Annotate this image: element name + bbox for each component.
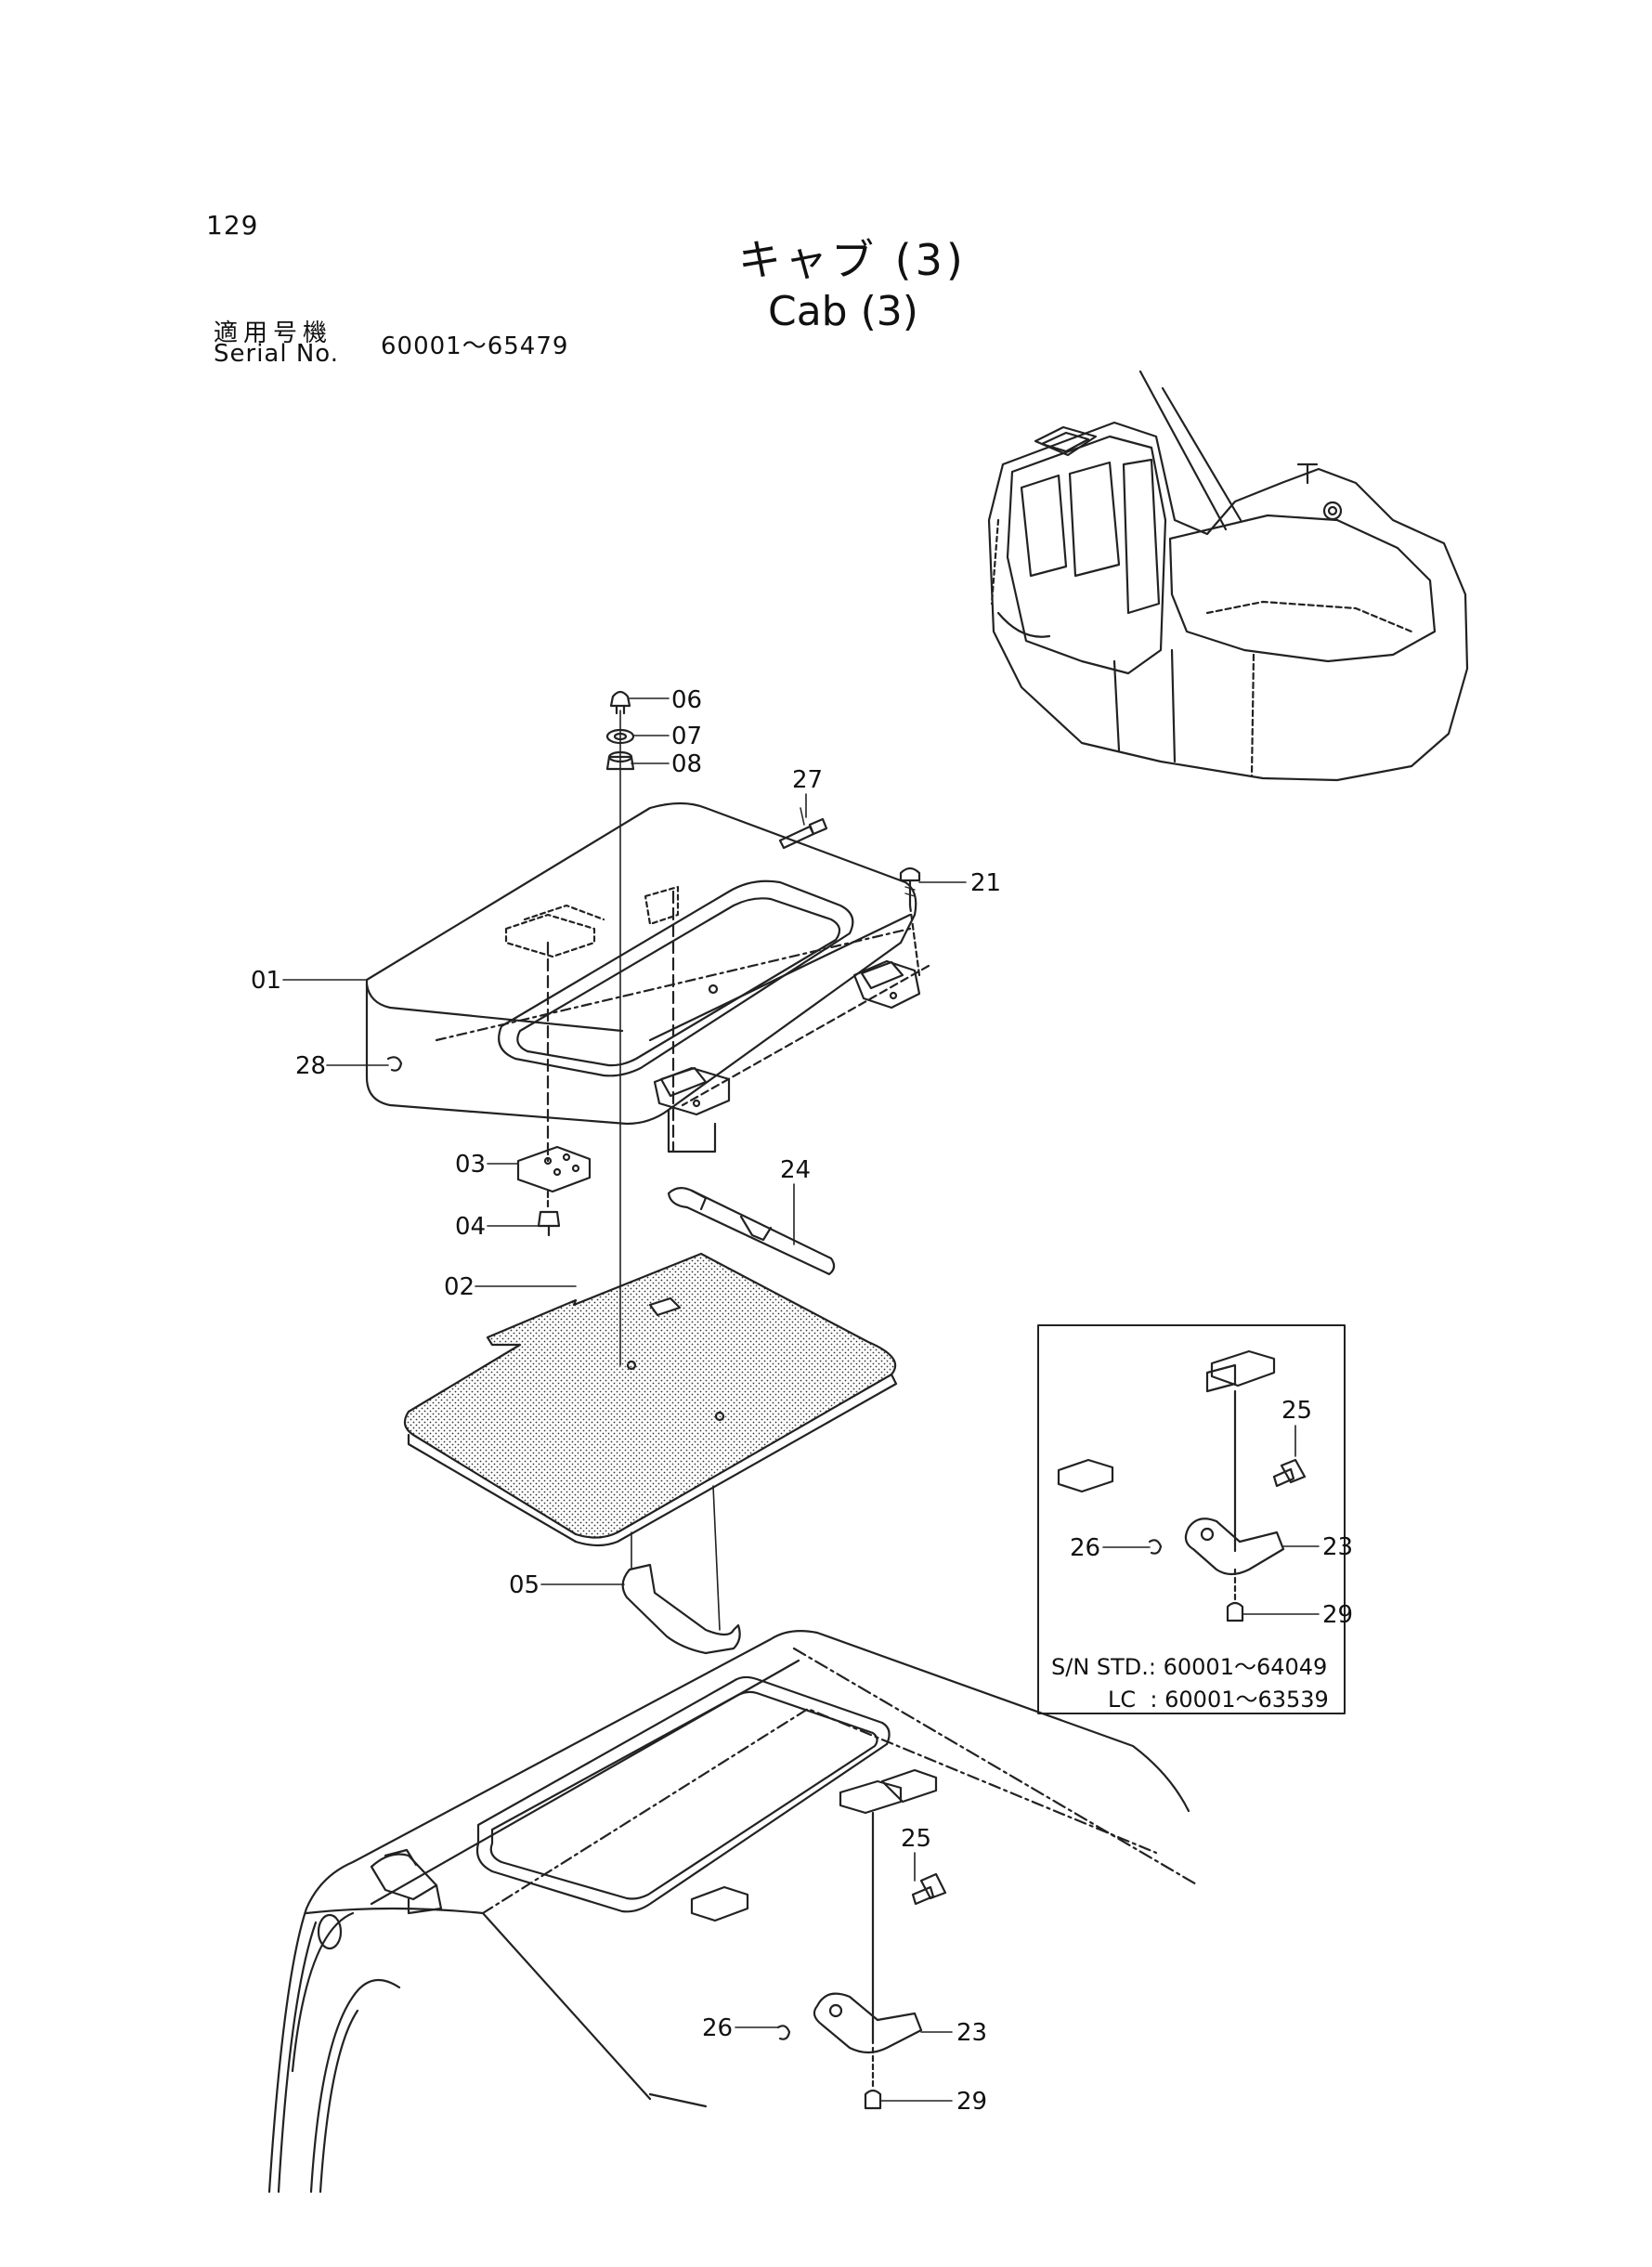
bolt-21	[899, 866, 921, 977]
callout-21: 21	[970, 869, 1001, 897]
lower-hinge-assembly	[776, 1768, 947, 2110]
serial-label-en: Serial No.	[214, 340, 339, 368]
callout-27: 27	[792, 766, 823, 794]
bracket-03	[516, 1145, 592, 1237]
callout-24: 24	[780, 1156, 811, 1184]
callout-lower-29: 29	[956, 2088, 987, 2116]
callout-03: 03	[455, 1151, 486, 1179]
callout-06: 06	[671, 686, 702, 714]
page-title-en: Cab (3)	[768, 288, 918, 335]
callout-01: 01	[251, 967, 281, 995]
inset-note-lc: LC : 60001～63539	[1051, 1687, 1329, 1713]
callout-02: 02	[444, 1273, 475, 1301]
cab-roof-outline	[267, 1630, 1200, 2194]
bolt-stack-06-07-08	[605, 690, 635, 771]
callout-lower-26: 26	[702, 2014, 733, 2042]
callout-04: 04	[455, 1213, 486, 1241]
shaft-24	[667, 1187, 836, 1276]
handle-05	[621, 1485, 741, 1655]
leader-lines	[282, 697, 1320, 2102]
inset-hinge-assembly	[1057, 1349, 1307, 1622]
clip-28	[386, 1056, 403, 1072]
floor-mat-02	[403, 1252, 898, 1547]
callout-inset-25: 25	[1281, 1397, 1312, 1425]
page-title-jp: キャブ (3)	[738, 235, 967, 285]
callout-inset-23: 23	[1322, 1533, 1353, 1561]
callout-05: 05	[509, 1571, 540, 1599]
roof-panel-01	[365, 801, 930, 1153]
callout-07: 07	[671, 723, 702, 750]
page-number: 129	[206, 210, 259, 241]
inset-box	[1037, 1324, 1346, 1714]
callout-labels: 06 07 08 27 21 01 28 03 04 24 02 05 25 2…	[251, 686, 1353, 2116]
callout-lower-23: 23	[956, 2019, 987, 2047]
excavator-overview-illustration	[987, 370, 1469, 782]
callout-08: 08	[671, 750, 702, 778]
serial-range: 60001～65479	[381, 332, 569, 360]
callout-28: 28	[295, 1052, 326, 1080]
callout-inset-26: 26	[1070, 1534, 1100, 1562]
inset-note-std: S/N STD.: 60001～64049	[1051, 1654, 1328, 1680]
callout-inset-29: 29	[1322, 1601, 1353, 1629]
bolt-27	[778, 807, 828, 850]
serial-label-jp: 適用号機	[214, 319, 333, 347]
callout-lower-25: 25	[901, 1825, 931, 1853]
